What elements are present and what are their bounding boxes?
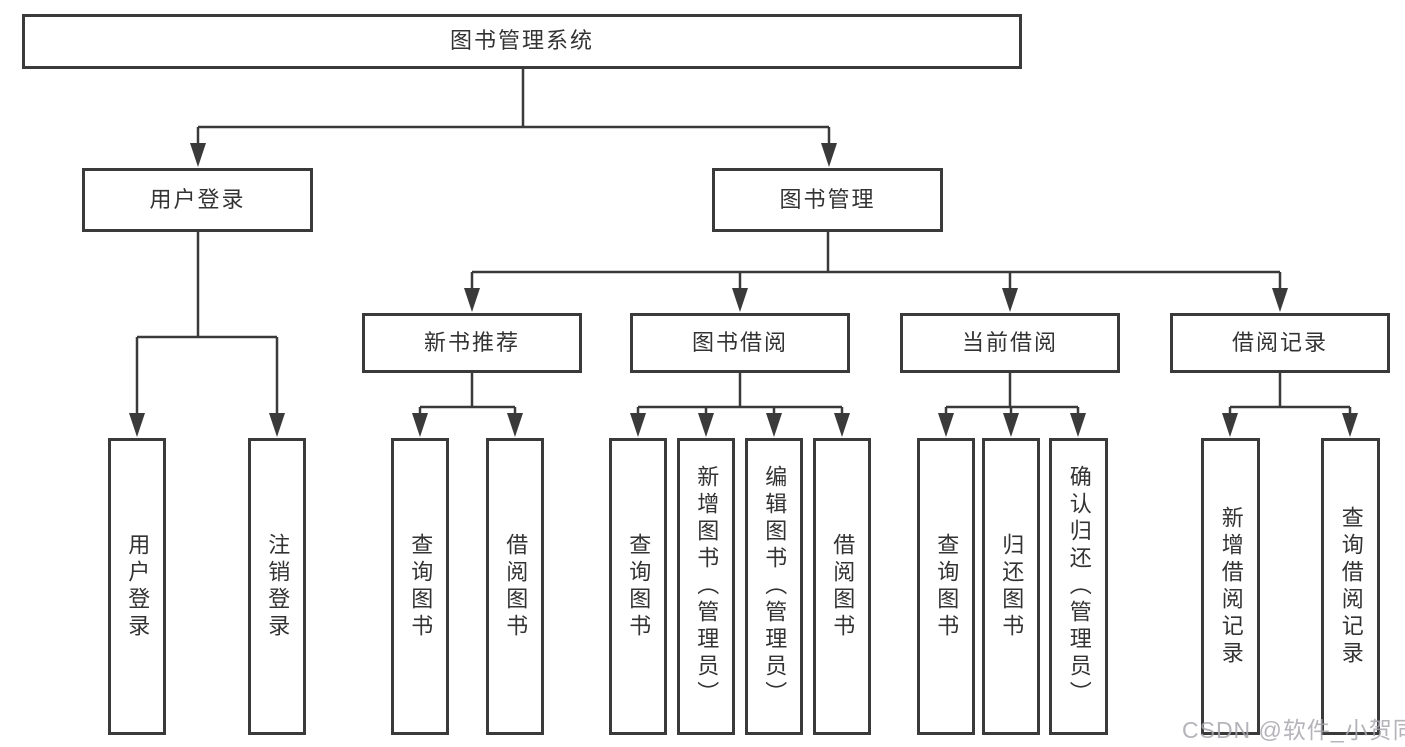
edge-root-to-level2: [196, 69, 831, 150]
node-leaf-borrow-books: 借阅图书: [813, 438, 871, 735]
arrowhead-icon: [1070, 413, 1086, 437]
arrowhead-icon: [630, 413, 646, 437]
node-new-book-recommend: 新书推荐: [362, 313, 582, 373]
node-user-login: 用户登录: [82, 168, 313, 232]
arrowhead-icon: [1222, 413, 1238, 437]
node-book-management: 图书管理: [712, 168, 943, 232]
node-leaf-logout: 注销登录: [248, 438, 306, 735]
node-current-borrow: 当前借阅: [900, 313, 1120, 373]
edge-newbook-to-leaves: [418, 373, 517, 421]
node-leaf-query-borrow-record: 查询借阅记录: [1321, 438, 1380, 735]
node-leaf-query-books-borrow: 查询图书: [609, 438, 667, 735]
edge-bookmgmt-to-level3: [470, 232, 1282, 296]
edge-bookborrow-to-leaves: [636, 373, 844, 421]
arrowheads: [129, 143, 1358, 437]
arrowhead-icon: [464, 288, 480, 312]
arrowhead-icon: [1002, 288, 1018, 312]
arrowhead-icon: [190, 143, 206, 167]
arrowhead-icon: [1003, 413, 1019, 437]
arrowhead-icon: [412, 413, 428, 437]
node-leaf-confirm-return-admin: 确认归还（管理员）: [1049, 438, 1108, 735]
node-leaf-borrow-books-recommend: 借阅图书: [486, 438, 544, 735]
node-leaf-user-login: 用户登录: [108, 438, 166, 735]
node-leaf-edit-book-admin: 编辑图书（管理员）: [745, 438, 803, 735]
node-book-borrow: 图书借阅: [630, 313, 850, 373]
arrowhead-icon: [507, 413, 523, 437]
node-leaf-add-borrow-record: 新增借阅记录: [1201, 438, 1260, 735]
arrowhead-icon: [732, 288, 748, 312]
arrowhead-icon: [698, 413, 714, 437]
node-borrow-records: 借阅记录: [1170, 313, 1390, 373]
node-library-system: 图书管理系统: [22, 14, 1022, 69]
arrowhead-icon: [129, 413, 145, 437]
arrowhead-icon: [1272, 288, 1288, 312]
edge-userlogin-to-leaves: [135, 232, 279, 421]
arrowhead-icon: [1342, 413, 1358, 437]
arrowhead-icon: [938, 413, 954, 437]
node-leaf-query-books-current: 查询图书: [917, 438, 975, 735]
node-leaf-return-book: 归还图书: [982, 438, 1040, 735]
arrowhead-icon: [834, 413, 850, 437]
arrowhead-icon: [821, 143, 837, 167]
tree-edges: [135, 69, 1352, 421]
node-leaf-query-books-recommend: 查询图书: [391, 438, 449, 735]
node-leaf-add-book-admin: 新增图书（管理员）: [677, 438, 735, 735]
edge-borrowrecords-to-leaves: [1228, 373, 1352, 421]
arrowhead-icon: [269, 413, 285, 437]
csdn-watermark: CSDN @软件_小贺同学: [1182, 717, 1405, 743]
arrowhead-icon: [766, 413, 782, 437]
